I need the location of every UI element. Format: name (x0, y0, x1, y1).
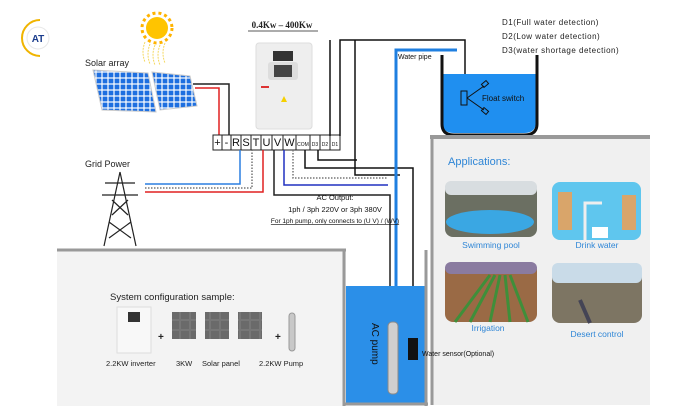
power-range-label: 0.4Kw – 400Kw (252, 20, 313, 30)
company-logo: AT (21, 19, 50, 57)
terminal-label: D1 (332, 142, 339, 148)
applications-panel: Applications: Swimming pool Drink water … (430, 135, 650, 405)
solar-panel-thumbnail (172, 312, 196, 339)
terminal-label: + (214, 137, 220, 149)
svg-text:Drink water: Drink water (576, 240, 619, 250)
terminal-label: T (253, 137, 260, 149)
terminal-label: S (242, 137, 249, 149)
solar-array-label: Solar array (85, 58, 130, 68)
svg-text:AT: AT (32, 34, 45, 45)
svg-text:Irrigation: Irrigation (471, 323, 504, 333)
svg-text:2.2KW inverter: 2.2KW inverter (106, 359, 156, 368)
water-tank: Float switch (440, 55, 539, 137)
svg-text:Swimming pool: Swimming pool (462, 240, 520, 250)
terminal-label: - (225, 137, 229, 149)
terminal-label: V (274, 137, 282, 149)
swimming-pool-image (445, 181, 537, 237)
terminal-label: COM (297, 142, 309, 148)
drink-water-image (552, 182, 641, 240)
water-pipe (394, 48, 457, 330)
solar-panels (92, 69, 198, 113)
d1-label: D1(Full water detection) (502, 18, 599, 27)
svg-text:Solar panel: Solar panel (202, 359, 240, 368)
svg-text:+: + (275, 332, 281, 343)
terminal-label: D2 (322, 142, 329, 148)
d3-label: D3(water shortage detection) (502, 46, 619, 55)
terminal-box (329, 134, 341, 151)
svg-text:2.2KW Pump: 2.2KW Pump (259, 359, 303, 368)
inverter-image (255, 42, 313, 130)
applications-title: Applications: (448, 156, 510, 168)
svg-text:3KW: 3KW (176, 359, 193, 368)
grid-power-label: Grid Power (85, 159, 130, 169)
config-title: System configuration sample: (110, 292, 235, 303)
pump-icon (387, 321, 399, 395)
solar-panel-thumbnail (205, 312, 229, 339)
d2-label: D2(Low water detection) (502, 32, 600, 41)
terminal-label: W (284, 137, 295, 149)
well: AC pump (344, 250, 428, 406)
config-panel: System configuration sample: + + 2.2KW i… (57, 248, 346, 406)
ac-output-title: AC Output: (316, 193, 353, 202)
terminal-label: U (263, 137, 271, 149)
float-switch-label: Float switch (482, 94, 524, 103)
ac-pump-label: AC pump (369, 323, 380, 365)
water-sensor-icon (408, 338, 418, 360)
sun-icon (140, 11, 174, 66)
ac-output-note: For 1ph pump, only connects to (U V) / (… (271, 218, 399, 225)
water-pipe-label: Water pipe (398, 54, 432, 61)
power-tower-icon (102, 171, 138, 247)
desert-control-image (552, 263, 642, 324)
pump-thumbnail (288, 312, 296, 352)
terminal-label: D3 (312, 142, 319, 148)
svg-text:+: + (158, 332, 164, 343)
solar-panel-thumbnail (238, 312, 262, 339)
irrigation-image (445, 262, 537, 323)
svg-text:Desert control: Desert control (571, 329, 624, 339)
terminal-label: R (232, 137, 240, 149)
water-sensor-label: Water sensor(Optional) (422, 351, 494, 358)
ac-output-voltage: 1ph / 3ph 220V or 3ph 380V (288, 205, 382, 214)
